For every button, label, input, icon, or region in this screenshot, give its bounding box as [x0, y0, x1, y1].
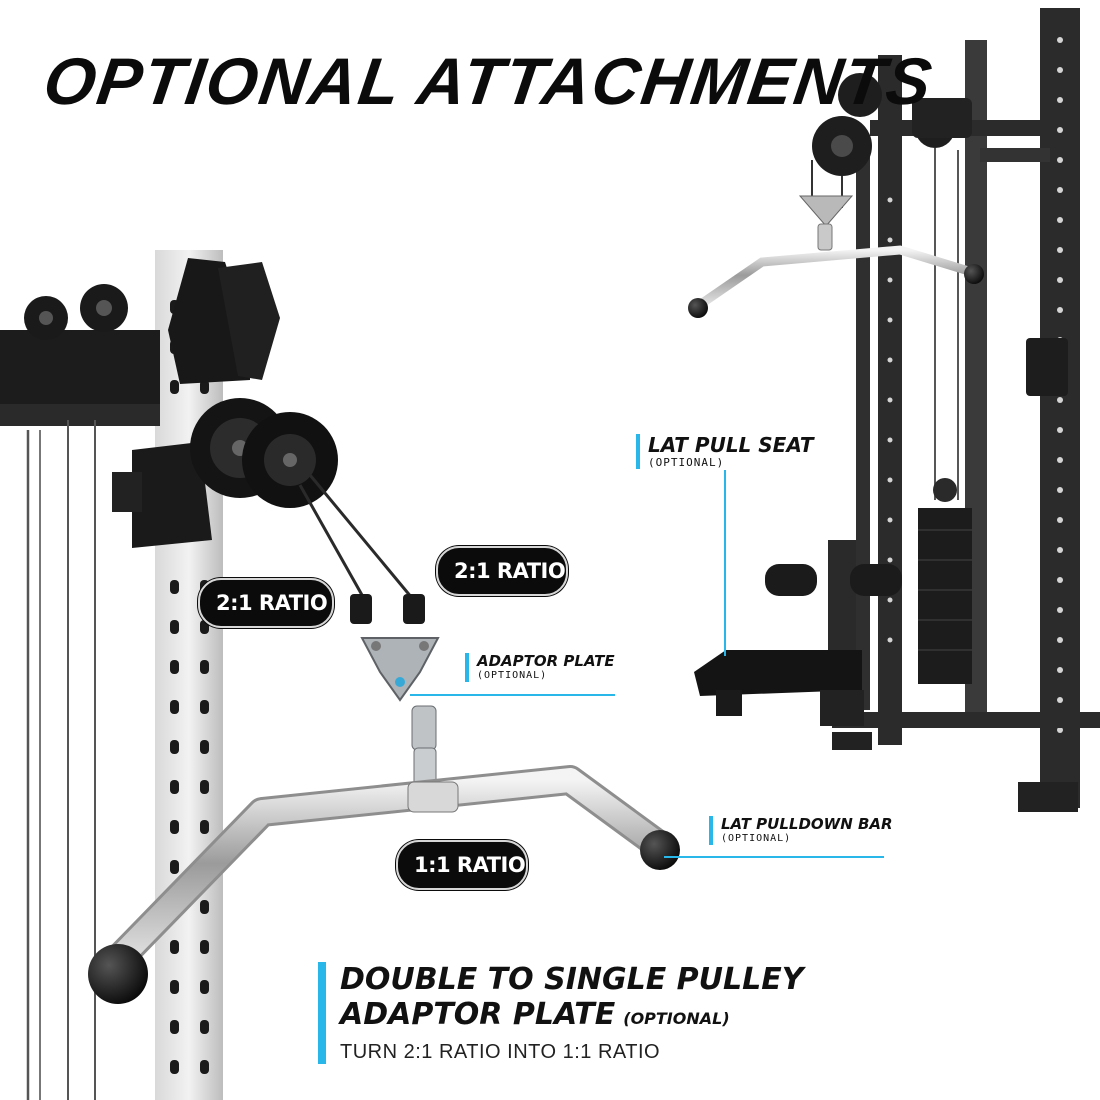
- lat-pulldown-bar-icon: [693, 245, 977, 311]
- pulley-closeup-illustration: [0, 250, 680, 1100]
- ratio-badge-left: 2:1 RATIO: [198, 578, 334, 628]
- promo-headline-line1: DOUBLE TO SINGLE PULLEY: [340, 962, 804, 997]
- promo-headline-line2: ADAPTOR PLATE: [340, 997, 616, 1033]
- page-title: OPTIONAL ATTACHMENTS: [39, 44, 939, 118]
- callout-label: ADAPTOR PLATE: [477, 652, 615, 670]
- promo-optional-tag: (OPTIONAL): [623, 1009, 730, 1029]
- callout-sub: (OPTIONAL): [477, 669, 548, 681]
- ratio-badge-bottom: 1:1 RATIO: [396, 840, 528, 890]
- lat-seat-icon: [694, 540, 902, 726]
- rack-illustration: [688, 8, 1100, 812]
- ratio-badge-right: 2:1 RATIO: [436, 546, 568, 596]
- callout-lat-pulldown-bar: LAT PULLDOWN BAR (OPTIONAL): [709, 816, 893, 845]
- promo-note: TURN 2:1 RATIO INTO 1:1 RATIO: [340, 1040, 661, 1063]
- leader-line-plate: [410, 694, 615, 696]
- leader-line-seat-vertical: [724, 470, 726, 656]
- adaptor-plate-icon: [798, 195, 854, 227]
- callout-adaptor-plate: ADAPTOR PLATE (OPTIONAL): [465, 653, 615, 682]
- callout-label: LAT PULL SEAT: [648, 433, 814, 457]
- callout-label: LAT PULLDOWN BAR: [721, 815, 893, 833]
- leader-line-bar: [664, 856, 884, 858]
- callout-lat-pull-seat: LAT PULL SEAT (OPTIONAL): [636, 433, 814, 470]
- adaptor-plate-promo: DOUBLE TO SINGLE PULLEY ADAPTOR PLATE (OP…: [318, 962, 803, 1064]
- callout-sub: (OPTIONAL): [648, 456, 725, 469]
- callout-sub: (OPTIONAL): [721, 832, 792, 844]
- weight-stack-icon: [918, 508, 972, 684]
